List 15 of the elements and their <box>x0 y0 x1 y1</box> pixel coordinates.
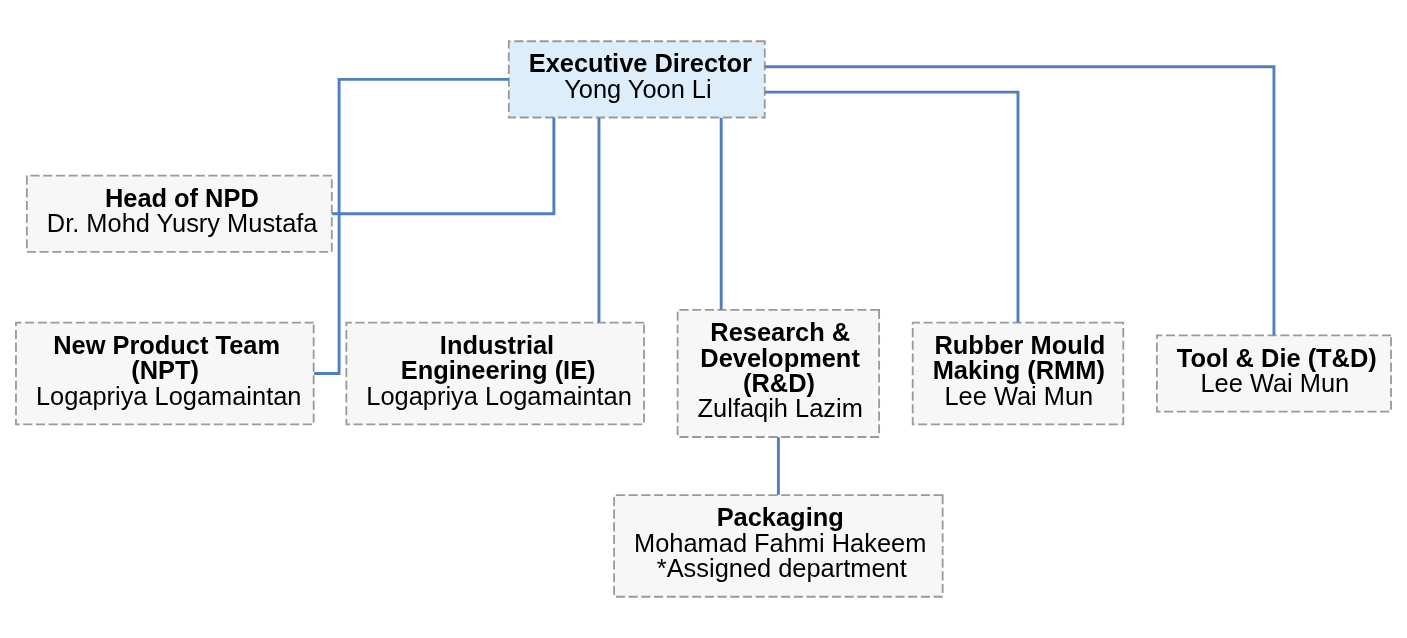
connector <box>719 117 723 310</box>
connector <box>314 77 509 375</box>
connector <box>764 90 1020 323</box>
node-box: Rubber Mould Making (RMM) Lee Wai Mun <box>911 321 1125 426</box>
node-box: New Product Team (NPT) Logapriya Logamaintan <box>15 321 315 426</box>
node-box: Packaging Mohamad Fahmi Hakeem *Assigned department <box>613 494 944 598</box>
node-box: Tool & Die (T&D) Lee Wai Mun <box>1155 334 1392 413</box>
connector <box>764 65 1276 336</box>
node-box: Head of NPD Dr. Mohd Yusry Mustafa <box>25 174 333 253</box>
node-box: Research & Development (R&D) Zulfaqih Lazim <box>676 309 881 438</box>
connector <box>776 437 780 495</box>
node-box: Industrial Engineering (IE) Logapriya Logamaintan <box>345 321 645 426</box>
node-box: Executive Director Yong Yoon Li <box>507 40 766 119</box>
connector <box>332 117 556 216</box>
connector <box>597 117 601 323</box>
